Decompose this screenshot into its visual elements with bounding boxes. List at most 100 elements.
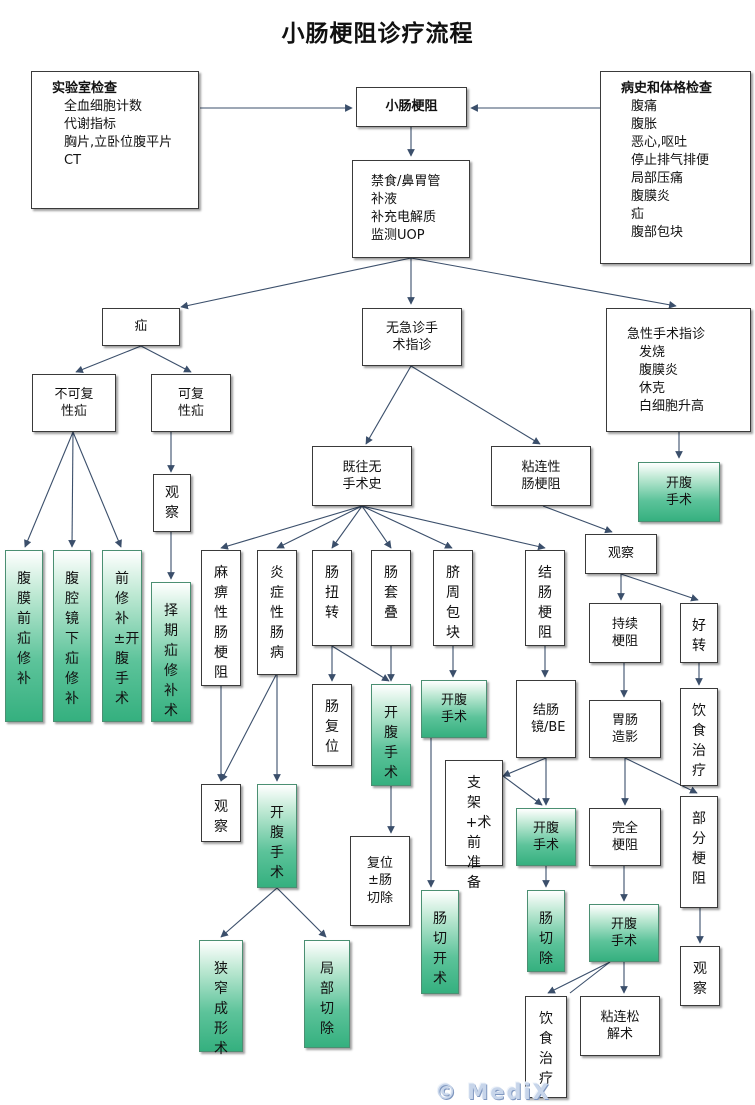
open-surgery-intussusception-label: 开腹手术 bbox=[383, 705, 398, 781]
complete-obstruction-node: 完全梗阻 bbox=[589, 808, 661, 866]
periumbilical-mass-node: 脐周包块 bbox=[433, 550, 473, 646]
observe-label: 观察 bbox=[164, 485, 179, 521]
open-surgery-colonic-node: 开腹手术 bbox=[516, 808, 576, 866]
history-exam-item: 局部压痛 bbox=[631, 171, 684, 186]
hernia-node: 疝 bbox=[102, 308, 180, 346]
contrast-study-node: 胃肠造影 bbox=[589, 700, 661, 758]
connector-arrow bbox=[276, 505, 363, 549]
open-surgery-complete-label: 开腹手术 bbox=[610, 916, 637, 950]
colonoscopy-label: 结肠镜/BE bbox=[531, 702, 566, 736]
stricturoplasty-label: 狭窄成形术 bbox=[213, 961, 228, 1057]
observe-paralytic-label: 观察 bbox=[213, 799, 228, 835]
bowel-resection-node: 肠切除 bbox=[527, 890, 565, 972]
intussusception-label: 肠套叠 bbox=[383, 565, 398, 621]
connector-arrow bbox=[75, 345, 142, 374]
connector-arrow bbox=[361, 505, 453, 549]
connector-arrow bbox=[624, 757, 698, 794]
small-bowel-obstruction-node: 小肠梗阻 bbox=[356, 87, 467, 127]
connector-arrow bbox=[569, 961, 611, 994]
treatment-item: 禁食/鼻胃管 bbox=[371, 174, 441, 189]
connector-arrow bbox=[542, 505, 613, 534]
connector-arrow bbox=[410, 257, 677, 309]
no-emergency-surgery-node: 无急诊手术指诊 bbox=[362, 308, 462, 366]
connector-arrow bbox=[220, 674, 277, 782]
connector-arrow bbox=[24, 431, 74, 548]
reducible-hernia-label: 可复性疝 bbox=[177, 386, 204, 420]
anterior-repair-label: 前修补±开腹手术 bbox=[113, 571, 140, 707]
history-exam-box: 病史和体格检查 腹痛 腹胀 恶心,呕吐 停止排气排便 局部压痛 腹膜炎 疝 腹部… bbox=[600, 71, 751, 264]
observe-partial-label: 观察 bbox=[692, 961, 707, 997]
connector-arrow bbox=[502, 775, 543, 806]
open-surgery-inflammatory-label: 开腹手术 bbox=[269, 805, 284, 881]
connector-arrow bbox=[331, 645, 390, 682]
history-exam-item: 腹膜炎 bbox=[631, 189, 671, 204]
medix-watermark: © MediX bbox=[435, 1080, 551, 1104]
colonic-obstruction-label: 结肠梗阻 bbox=[537, 565, 552, 641]
open-surgery-emergency-node: 开腹手术 bbox=[638, 462, 720, 522]
history-exam-item: 腹部包块 bbox=[631, 225, 684, 240]
open-surgery-complete-node: 开腹手术 bbox=[589, 904, 659, 962]
connector-arrow bbox=[331, 505, 363, 549]
observe-adhesive-node: 观察 bbox=[585, 534, 657, 574]
observe-node: 观察 bbox=[153, 474, 191, 532]
bowel-resection-label: 肠切除 bbox=[538, 911, 553, 967]
history-exam-item: 腹痛 bbox=[631, 99, 658, 114]
observe-partial-node: 观察 bbox=[680, 946, 720, 1006]
partial-obstruction-node: 部分梗阻 bbox=[680, 796, 718, 908]
connector-arrow bbox=[361, 505, 392, 549]
lab-tests-title: 实验室检查 bbox=[52, 81, 118, 96]
bowel-reduction-label: 肠复位 bbox=[324, 699, 339, 755]
adhesive-obstruction-label: 粘连性肠梗阻 bbox=[521, 459, 561, 493]
treatment-item: 监测UOP bbox=[371, 228, 425, 243]
connector-arrow bbox=[410, 365, 541, 445]
diet-therapy-improved-label: 饮食治疗 bbox=[691, 703, 706, 779]
laparoscopic-repair-label: 腹腔镜下疝修补 bbox=[64, 571, 79, 707]
connector-arrow bbox=[361, 505, 546, 551]
local-resection-node: 局部切除 bbox=[304, 940, 350, 1048]
preperitoneal-repair-node: 腹膜前疝修补 bbox=[5, 550, 43, 722]
history-exam-item: 腹胀 bbox=[631, 117, 658, 132]
volvulus-label: 肠扭转 bbox=[324, 565, 339, 621]
enterotomy-label: 肠切开术 bbox=[432, 911, 447, 987]
emergency-indication-item: 腹膜炎 bbox=[639, 363, 679, 378]
lab-test-item: 代谢指标 bbox=[64, 117, 117, 132]
open-surgery-emergency-label: 开腹手术 bbox=[665, 475, 692, 509]
connector-arrow bbox=[276, 887, 327, 938]
intussusception-node: 肠套叠 bbox=[371, 550, 411, 646]
connector-arrow bbox=[502, 757, 547, 777]
elective-repair-node: 择期疝修补术 bbox=[151, 582, 191, 722]
emergency-surgery-title: 急性手术指诊 bbox=[627, 327, 706, 342]
anterior-repair-node: 前修补±开腹手术 bbox=[102, 550, 142, 722]
partial-obstruction-label: 部分梗阻 bbox=[691, 811, 706, 887]
treatment-item: 补液 bbox=[371, 192, 398, 207]
improved-node: 好转 bbox=[680, 603, 718, 663]
history-exam-item: 疝 bbox=[631, 207, 645, 222]
observe-adhesive-label: 观察 bbox=[607, 546, 634, 562]
connector-arrow bbox=[68, 431, 76, 548]
persistent-obstruction-node: 持续梗阻 bbox=[589, 603, 661, 663]
treatment-item: 补充电解质 bbox=[371, 210, 437, 225]
history-exam-item: 停止排气排便 bbox=[631, 153, 710, 168]
lab-tests-box: 实验室检查 全血细胞计数 代谢指标 胸片,立卧位腹平片 CT bbox=[31, 71, 199, 209]
persistent-obstruction-label: 持续梗阻 bbox=[611, 616, 638, 650]
laparoscopic-repair-node: 腹腔镜下疝修补 bbox=[53, 550, 91, 722]
inflammatory-bowel-node: 炎症性肠病 bbox=[257, 550, 297, 675]
emergency-surgery-box: 急性手术指诊 发烧 腹膜炎 休克 白细胞升高 bbox=[606, 308, 751, 432]
irreducible-hernia-label: 不可复性疝 bbox=[54, 386, 94, 420]
paralytic-ileus-node: 麻痹性肠梗阻 bbox=[201, 550, 241, 686]
lab-test-item: 胸片,立卧位腹平片 bbox=[64, 135, 173, 150]
chart-title: 小肠梗阻诊疗流程 bbox=[281, 20, 474, 46]
stent-prep-node: 支架+术前准备 bbox=[445, 760, 503, 891]
inflammatory-bowel-label: 炎症性肠病 bbox=[269, 565, 284, 661]
adhesiolysis-label: 粘连松解术 bbox=[600, 1009, 640, 1043]
connector-arrow bbox=[140, 345, 192, 373]
adhesiolysis-node: 粘连松解术 bbox=[580, 996, 660, 1056]
lab-test-item: 全血细胞计数 bbox=[64, 99, 143, 114]
complete-obstruction-label: 完全梗阻 bbox=[611, 820, 638, 854]
improved-label: 好转 bbox=[691, 618, 706, 654]
emergency-indication-item: 休克 bbox=[639, 381, 666, 396]
elective-repair-label: 择期疝修补术 bbox=[163, 603, 178, 719]
local-resection-label: 局部切除 bbox=[319, 961, 334, 1037]
